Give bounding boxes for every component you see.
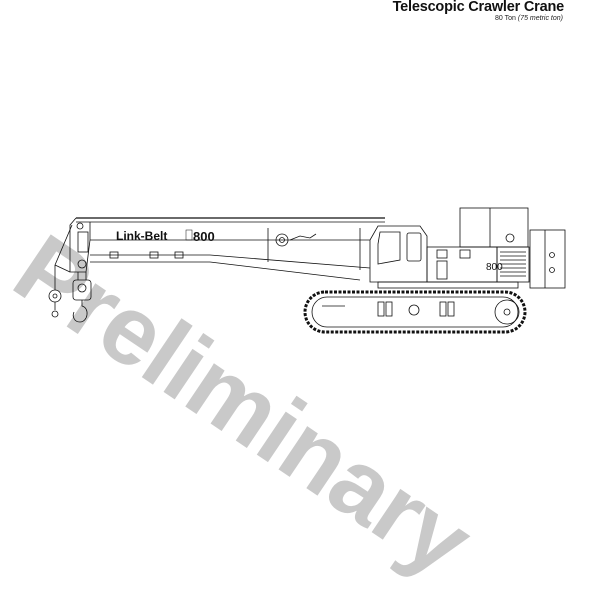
document-title: Telescopic Crawler Crane	[392, 0, 565, 15]
boom-head	[54, 217, 91, 273]
document-subtitle: 80 Ton (75 metric ton)	[495, 15, 563, 22]
crane-line-drawing: Link-Belt 800 800	[48, 207, 566, 334]
boom	[76, 217, 385, 281]
boom-brand-label: Link-Belt	[116, 229, 167, 243]
capacity-metric: (75 metric ton)	[517, 15, 563, 22]
boom-model-label: 800	[193, 229, 215, 244]
counterweight-model-label: 800	[486, 262, 503, 273]
boom-sheave	[275, 233, 317, 247]
hook-block	[72, 272, 92, 323]
capacity-tons: 80 Ton	[495, 15, 516, 22]
crawler-track	[303, 290, 527, 334]
hook-ball	[48, 265, 62, 318]
upperstructure	[369, 207, 566, 289]
